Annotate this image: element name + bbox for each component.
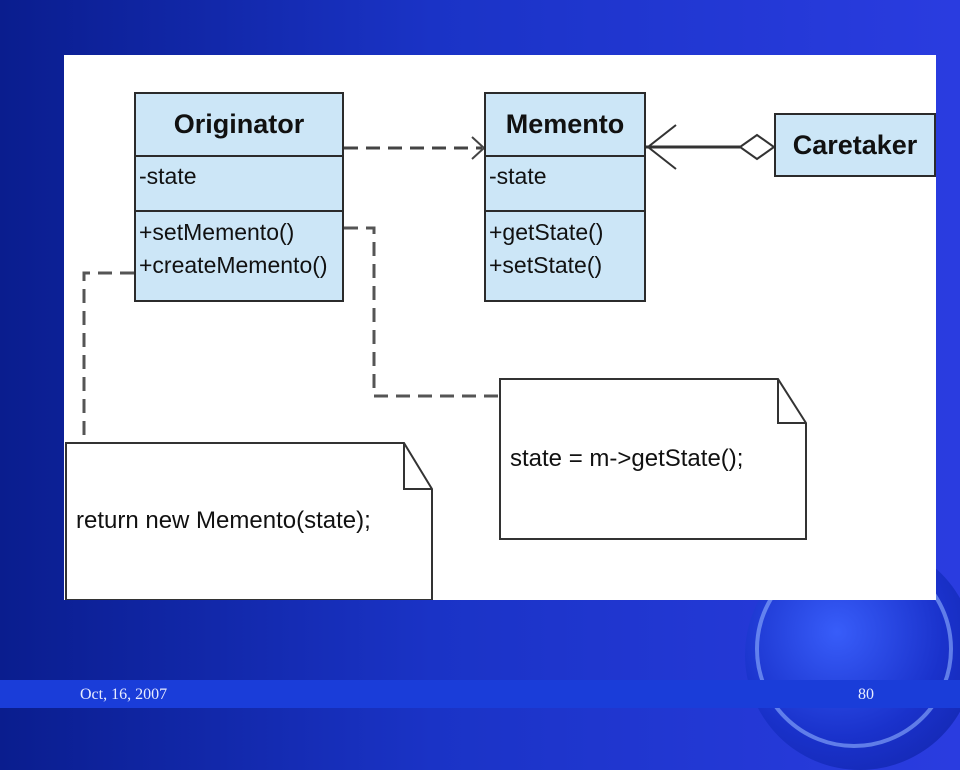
caretaker-class: Caretaker — [774, 113, 936, 177]
operation-get-state: +getState() — [489, 219, 604, 245]
originator-attribute: -state — [136, 157, 342, 212]
slide-footer-bar — [0, 680, 960, 708]
memento-class: Memento -state +getState() +setState() — [484, 92, 646, 302]
memento-class-name: Memento — [486, 94, 644, 157]
note-setstate-fold — [777, 379, 806, 424]
aggregation-diamond — [738, 133, 776, 161]
note-link-setmemento — [344, 226, 500, 398]
note-setstate-shape — [499, 378, 807, 540]
slide-page-number: 80 — [858, 686, 874, 703]
slide-date: Oct, 16, 2007 — [80, 686, 168, 703]
operation-set-memento: +setMemento() — [139, 219, 295, 245]
memento-operations: +getState() +setState() — [486, 212, 644, 282]
originator-class-name: Originator — [136, 94, 342, 157]
originator-class: Originator -state +setMemento() +createM… — [134, 92, 344, 302]
uml-diagram-canvas: Originator -state +setMemento() +createM… — [64, 55, 936, 600]
note-create-text: return new Memento(state); — [76, 507, 371, 534]
aggregation-arrowhead — [646, 124, 677, 170]
operation-create-memento: +createMemento() — [139, 252, 328, 278]
note-create-fold — [403, 443, 432, 490]
caretaker-class-name: Caretaker — [792, 129, 918, 160]
operation-set-state: +setState() — [489, 252, 603, 278]
note-create-shape — [65, 442, 433, 600]
diagram-connectors — [65, 124, 807, 600]
originator-operations: +setMemento() +createMemento() — [136, 212, 342, 282]
note-link-creatememento — [82, 271, 134, 443]
memento-attribute: -state — [486, 157, 644, 212]
note-setstate-text: state = m->getState(); — [510, 445, 744, 472]
